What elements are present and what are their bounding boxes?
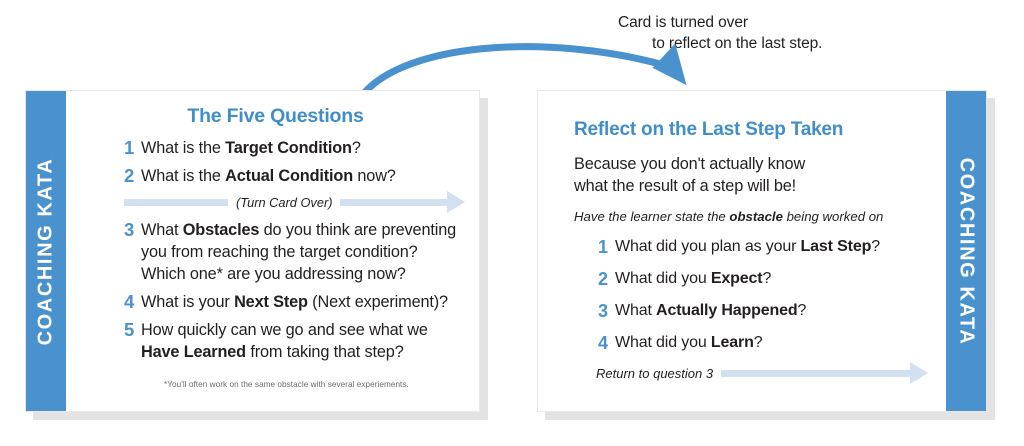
right-spine-label: COACHING KATA <box>955 157 978 345</box>
return-to-question-band: Return to question 3 <box>574 362 928 384</box>
question-number: 3 <box>124 219 135 240</box>
right-question-list: 1 What did you plan as your Last Step? 2… <box>574 236 928 354</box>
return-arrow-right-icon <box>721 362 928 384</box>
list-item: 5 How quickly can we go and see what we … <box>124 319 465 363</box>
return-to-question-label: Return to question 3 <box>596 365 714 381</box>
question-text: What did you Expect? <box>615 270 772 287</box>
left-card-title: The Five Questions <box>187 105 364 127</box>
list-item: 2 What did you Expect? <box>598 268 928 290</box>
coaching-kata-five-questions-card: COACHING KATA The Five Questions 1 What … <box>25 90 480 412</box>
left-card-body: The Five Questions 1 What is the Target … <box>66 91 479 411</box>
question-number: 5 <box>124 319 135 340</box>
left-card-footnote: *You'll often work on the same obstacle … <box>164 380 409 389</box>
band-arrowhead <box>447 191 465 213</box>
left-spine-label: COACHING KATA <box>34 157 57 345</box>
flow-caption: Card is turned over to reflect on the la… <box>618 12 948 54</box>
lead-line-2: what the result of a step will be! <box>574 177 797 195</box>
question-text: What did you plan as your Last Step? <box>615 238 880 255</box>
band-bar-right <box>340 198 447 206</box>
question-text: What is the Actual Condition now? <box>141 167 396 185</box>
question-number: 1 <box>598 237 609 257</box>
question-text: What Obstacles do you think are preventi… <box>141 221 456 283</box>
caption-line-1: Card is turned over <box>618 14 748 31</box>
right-card-title: Reflect on the Last Step Taken <box>574 119 844 140</box>
caption-line-2: to reflect on the last step. <box>652 35 823 52</box>
left-question-list-top: 1 What is the Target Condition? 2 What i… <box>124 137 465 187</box>
left-question-list-bottom: 3 What Obstacles do you think are preven… <box>124 219 465 363</box>
right-card-spine: COACHING KATA <box>946 91 986 411</box>
question-number: 4 <box>124 291 135 312</box>
list-item: 4 What is your Next Step (Next experimen… <box>124 291 465 313</box>
question-text: How quickly can we go and see what we Ha… <box>141 321 428 361</box>
right-card-note: Have the learner state the obstacle bein… <box>574 209 884 224</box>
question-number: 3 <box>598 301 609 321</box>
question-text: What did you Learn? <box>615 334 763 351</box>
right-card-body: Reflect on the Last Step Taken Because y… <box>538 91 946 411</box>
list-item: 3 What Obstacles do you think are preven… <box>124 219 465 285</box>
question-text: What is the Target Condition? <box>141 139 361 157</box>
list-item: 1 What did you plan as your Last Step? <box>598 236 928 258</box>
question-number: 4 <box>598 333 609 353</box>
band-bar-left <box>124 198 228 206</box>
right-card-lead: Because you don't actually know what the… <box>574 153 928 197</box>
band-arrow-right-icon <box>340 191 465 213</box>
question-number: 1 <box>124 137 135 158</box>
list-item: 4 What did you Learn? <box>598 332 928 354</box>
question-number: 2 <box>598 269 609 289</box>
left-card-spine: COACHING KATA <box>26 91 66 411</box>
list-item: 3 What Actually Happened? <box>598 300 928 322</box>
question-number: 2 <box>124 165 135 186</box>
coaching-kata-reflect-card: COACHING KATA Reflect on the Last Step T… <box>537 90 987 412</box>
question-text: What is your Next Step (Next experiment)… <box>141 293 448 311</box>
band-arrowhead <box>910 362 928 384</box>
question-text: What Actually Happened? <box>615 302 807 319</box>
turn-card-over-label: (Turn Card Over) <box>236 194 333 210</box>
lead-line-1: Because you don't actually know <box>574 155 806 173</box>
list-item: 1 What is the Target Condition? <box>124 137 465 159</box>
band-bar-right <box>721 369 910 377</box>
turn-card-over-band: (Turn Card Over) <box>124 191 465 213</box>
list-item: 2 What is the Actual Condition now? <box>124 165 465 187</box>
